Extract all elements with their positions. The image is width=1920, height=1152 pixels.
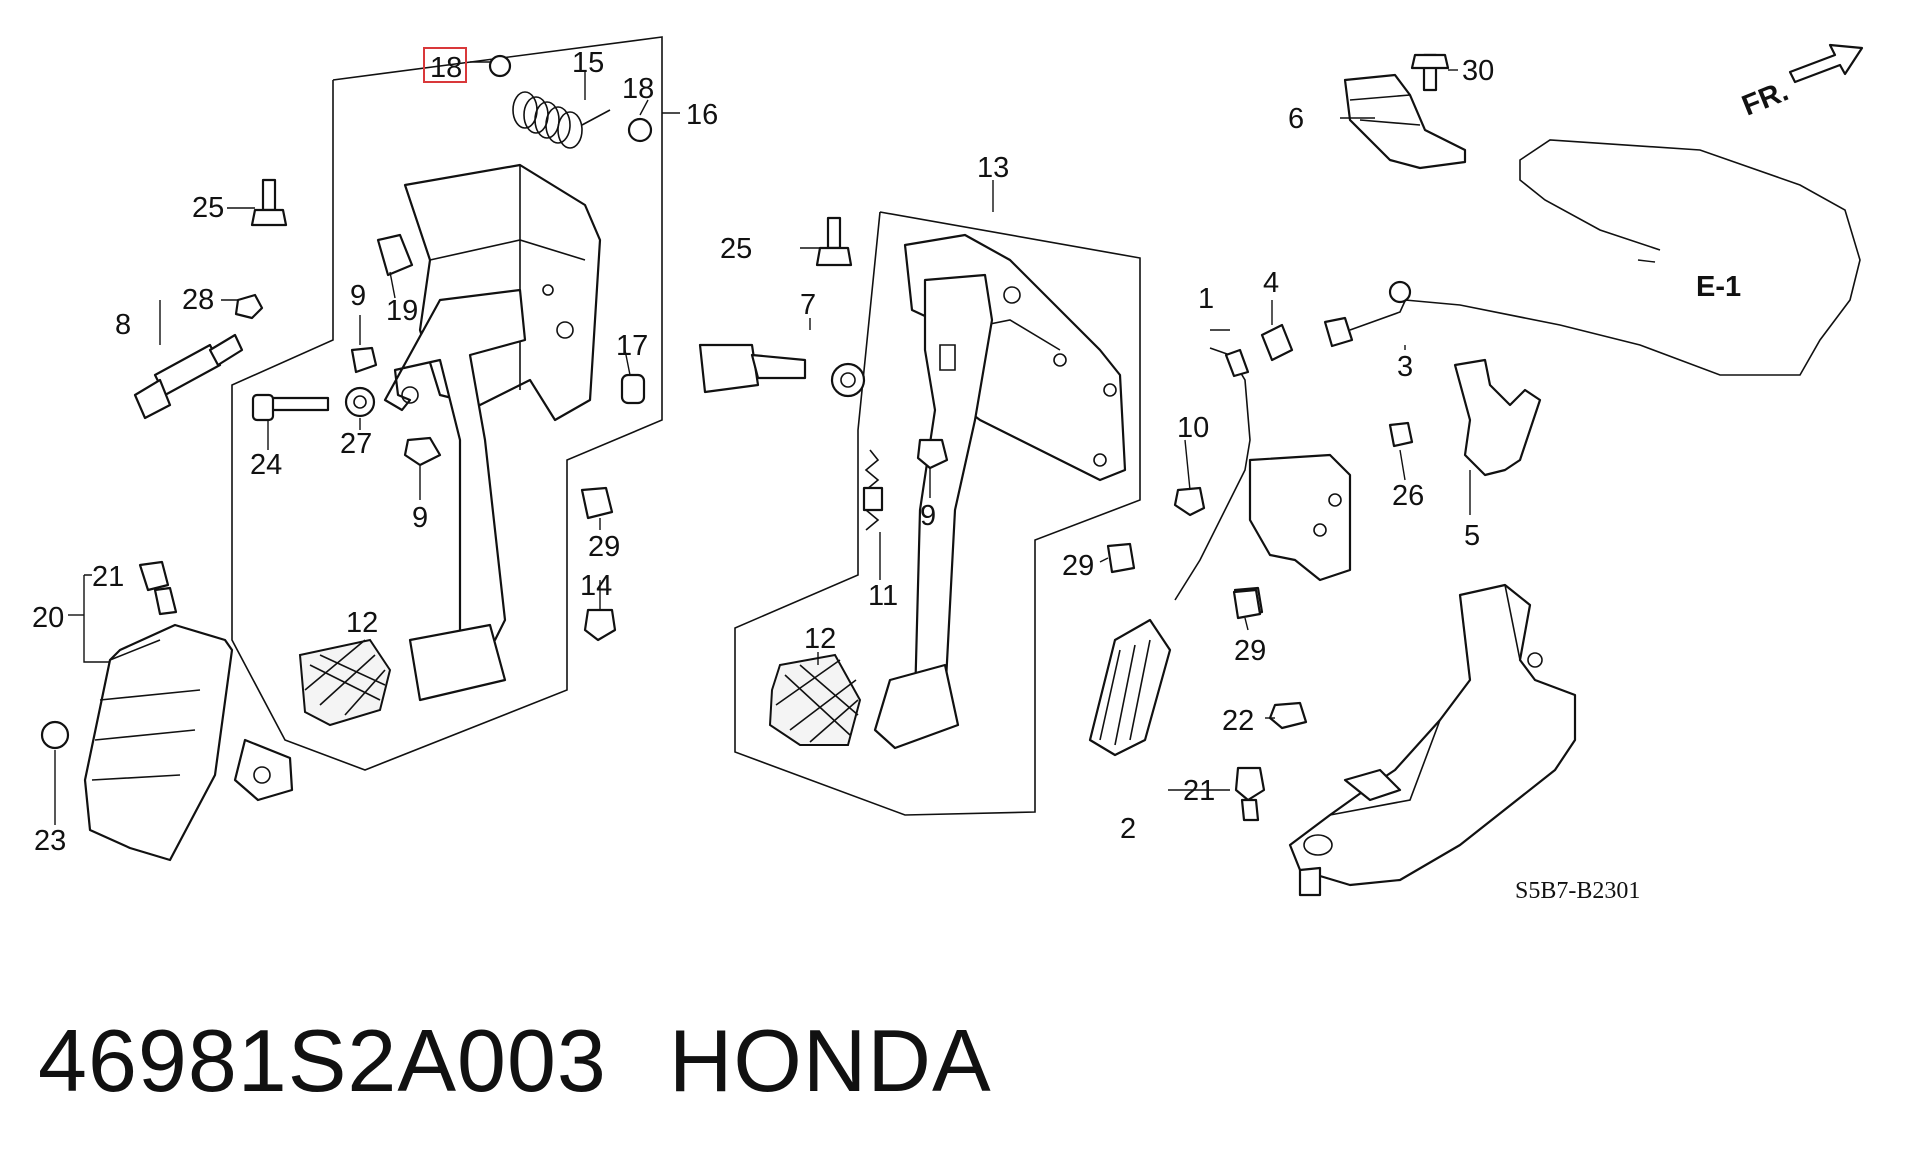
callout-8[interactable]: 8 xyxy=(115,309,131,341)
part-number: 46981S2A003 xyxy=(38,1011,607,1110)
base-bracket xyxy=(1288,583,1577,897)
callout-labels: 18 15 18 16 25 28 8 9 19 17 24 27 9 29 1… xyxy=(32,47,1793,904)
callout-14[interactable]: 14 xyxy=(580,570,612,602)
callout-26[interactable]: 26 xyxy=(1392,480,1424,512)
callout-20[interactable]: 20 xyxy=(32,602,64,634)
return-spring xyxy=(512,91,611,149)
brake-spring xyxy=(862,449,884,531)
callout-7[interactable]: 7 xyxy=(800,289,816,321)
callout-29-left[interactable]: 29 xyxy=(588,531,620,563)
callout-17[interactable]: 17 xyxy=(616,330,648,362)
callout-9-left-top[interactable]: 9 xyxy=(350,280,366,312)
callout-1[interactable]: 1 xyxy=(1198,283,1214,315)
callout-9-left-bottom[interactable]: 9 xyxy=(412,502,428,534)
pivot-bolt xyxy=(251,393,330,422)
callout-16[interactable]: 16 xyxy=(686,99,718,131)
callout-12-center[interactable]: 12 xyxy=(804,623,836,655)
stop-switch xyxy=(698,343,866,398)
callout-21-left[interactable]: 21 xyxy=(92,561,124,593)
fr-label: FR. xyxy=(1738,75,1793,122)
accelerator-group xyxy=(1088,43,1864,897)
callout-29-right[interactable]: 29 xyxy=(1234,635,1266,667)
callout-5[interactable]: 5 xyxy=(1464,520,1480,552)
footer-title: 46981S2A003 HONDA xyxy=(38,1010,1054,1112)
callout-18[interactable]: 18 xyxy=(622,73,654,105)
callout-13[interactable]: 13 xyxy=(977,152,1009,184)
bolt xyxy=(250,178,288,227)
callout-4[interactable]: 4 xyxy=(1263,267,1279,299)
callout-15[interactable]: 15 xyxy=(572,47,604,79)
clutch-switch xyxy=(133,293,264,420)
brand-name: HONDA xyxy=(668,1011,992,1110)
callout-11[interactable]: 11 xyxy=(868,580,898,612)
callout-12-left[interactable]: 12 xyxy=(346,607,378,639)
callout-6[interactable]: 6 xyxy=(1288,103,1304,135)
callout-3[interactable]: 3 xyxy=(1397,351,1413,383)
callout-21-right[interactable]: 21 xyxy=(1183,775,1215,807)
callout-22[interactable]: 22 xyxy=(1222,705,1254,737)
callout-29-center[interactable]: 29 xyxy=(1062,550,1094,582)
highlight-box xyxy=(423,47,467,83)
callout-2[interactable]: 2 xyxy=(1120,813,1136,845)
callout-23[interactable]: 23 xyxy=(34,825,66,857)
callout-24[interactable]: 24 xyxy=(250,449,282,481)
callout-25-left[interactable]: 25 xyxy=(192,192,224,224)
callout-9-center[interactable]: 9 xyxy=(920,500,936,532)
diagram-code: S5B7-B2301 xyxy=(1515,878,1640,904)
reference-e1[interactable]: E-1 xyxy=(1696,271,1741,303)
callout-25-center[interactable]: 25 xyxy=(720,233,752,265)
callout-28[interactable]: 28 xyxy=(182,284,214,316)
callout-10[interactable]: 10 xyxy=(1177,412,1209,444)
front-direction-arrow xyxy=(1788,43,1864,84)
callout-30[interactable]: 30 xyxy=(1462,55,1494,87)
pedal-cover-group xyxy=(40,560,294,862)
clutch-pedal-group xyxy=(133,36,680,771)
callout-18-highlighted[interactable]: 18 xyxy=(430,52,462,84)
callout-27[interactable]: 27 xyxy=(340,428,372,460)
brake-pedal-group xyxy=(698,180,1141,816)
callout-19[interactable]: 19 xyxy=(386,295,418,327)
